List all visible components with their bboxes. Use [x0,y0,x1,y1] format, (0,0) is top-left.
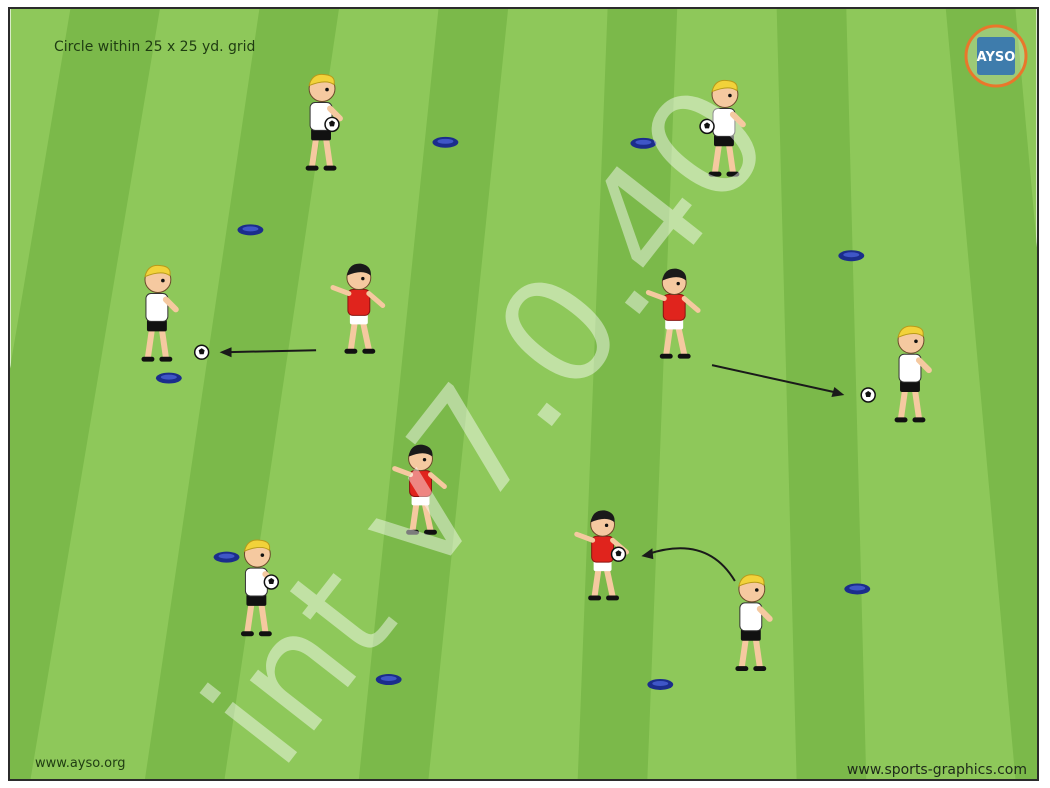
ayso-website: www.ayso.org [35,756,125,771]
sports-graphics-website: www.sports-graphics.com [847,762,1027,778]
ball [612,547,626,561]
ball [325,117,339,131]
ball [700,119,714,133]
cone [156,373,182,384]
drill-diagram: int v7.0.40 Circle within 25 x 25 yd. gr… [8,7,1039,781]
cone [838,250,864,261]
cone [237,224,263,235]
cone [432,137,458,148]
cone [647,679,673,690]
cone [844,584,870,595]
ayso-logo-icon: AYSO [963,23,1029,89]
ball [861,388,875,402]
soccer-field [10,9,1037,779]
logo-text: AYSO [977,50,1016,65]
ball [195,345,209,359]
cone [630,138,656,149]
diagram-caption: Circle within 25 x 25 yd. grid [54,39,255,55]
cone [214,552,240,563]
cone [376,674,402,685]
ball [264,575,278,589]
